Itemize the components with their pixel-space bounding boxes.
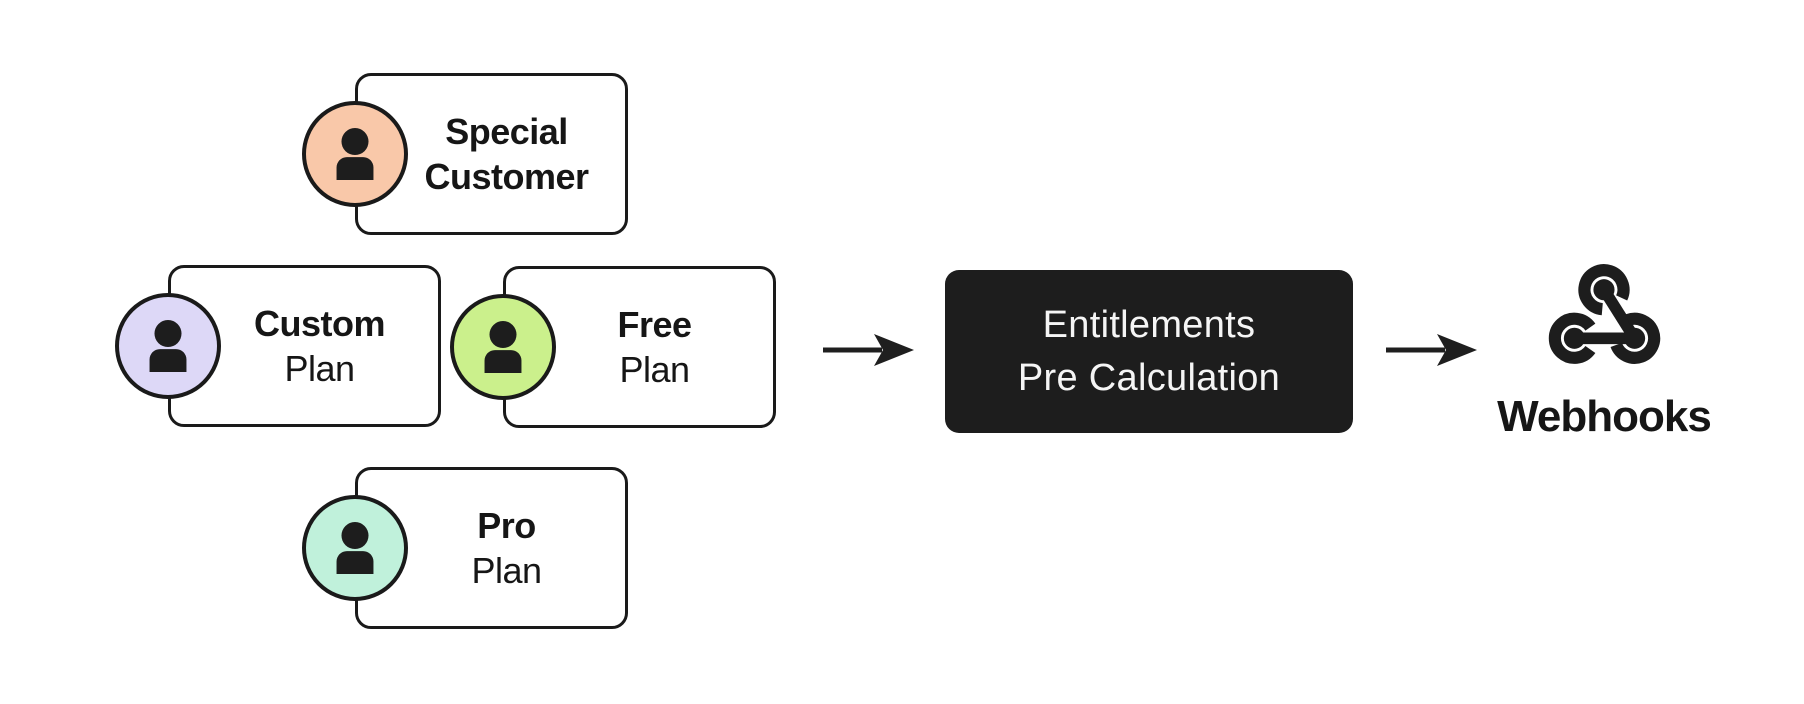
arrow-right-icon (823, 334, 914, 366)
node-label: Custom Plan (171, 268, 438, 424)
node-label-line: Custom (254, 303, 386, 344)
node-label: Special Customer (358, 76, 625, 232)
node-entitlements-pre-calculation: Entitlements Pre Calculation (945, 270, 1353, 433)
person-icon (484, 321, 522, 373)
node-label-line: Plan (284, 348, 355, 389)
webhooks-label: Webhooks (1497, 392, 1712, 441)
arrow-right-icon (1386, 334, 1477, 366)
process-box-line: Entitlements (1042, 303, 1256, 346)
node-free-plan: Free Plan (450, 266, 776, 428)
special-customer-avatar (302, 101, 408, 207)
node-pro-plan: Pro Plan (302, 467, 628, 629)
node-label-line: Pro (477, 505, 536, 546)
person-icon (149, 320, 187, 372)
person-icon (336, 128, 374, 180)
node-label-line: Customer (424, 156, 589, 197)
process-box-line: Pre Calculation (1017, 356, 1281, 399)
pro-plan-avatar (302, 495, 408, 601)
node-label-line: Free (617, 304, 692, 345)
node-custom-plan: Custom Plan (115, 265, 441, 427)
free-plan-avatar (450, 294, 556, 400)
node-label-line: Special (445, 111, 568, 152)
node-label: Free Plan (506, 269, 773, 425)
custom-plan-avatar (115, 293, 221, 399)
webhook-icon (1548, 264, 1661, 364)
node-special-customer: Special Customer (302, 73, 628, 235)
node-label: Pro Plan (358, 470, 625, 626)
person-icon (336, 522, 374, 574)
node-label-line: Plan (619, 349, 690, 390)
node-label-line: Plan (471, 550, 542, 591)
